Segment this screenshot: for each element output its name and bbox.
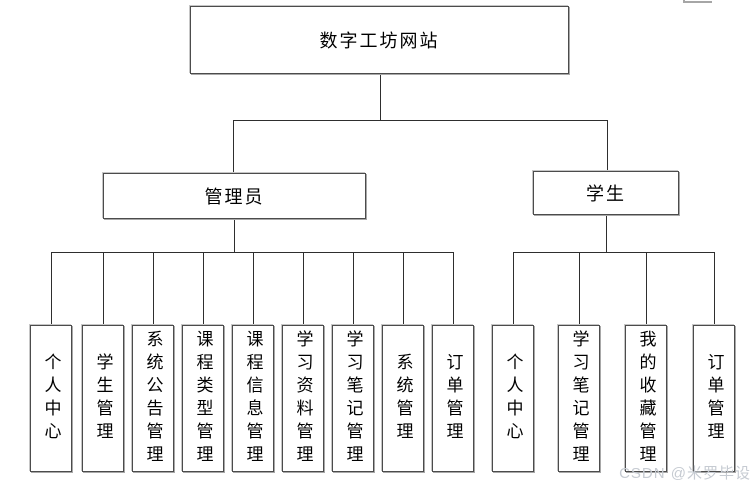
node-admin-personal-center: 个人中心 bbox=[30, 325, 72, 472]
connector bbox=[203, 252, 204, 325]
connector bbox=[153, 252, 154, 325]
cropped-box-artifact bbox=[683, 0, 712, 3]
csdn-watermark: CSDN @米罗毕设 bbox=[619, 465, 751, 482]
connector bbox=[513, 252, 715, 253]
node-admin-system-announcement-management: 系统公告管理 bbox=[132, 325, 174, 472]
connector bbox=[234, 219, 235, 252]
connector bbox=[579, 252, 580, 325]
connector bbox=[303, 252, 304, 325]
connector bbox=[606, 215, 607, 252]
connector bbox=[51, 252, 454, 253]
node-student-label: 学生 bbox=[586, 184, 626, 204]
node-admin-course-type-management: 课程类型管理 bbox=[182, 325, 224, 472]
node-admin-study-note-management: 学习笔记管理 bbox=[332, 325, 374, 472]
connector bbox=[646, 252, 647, 325]
connector bbox=[607, 120, 608, 171]
connector bbox=[353, 252, 354, 325]
node-student: 学生 bbox=[533, 171, 679, 215]
node-admin-student-management: 学生管理 bbox=[82, 325, 124, 472]
connector bbox=[103, 252, 104, 325]
connector bbox=[233, 120, 234, 173]
node-admin-label: 管理员 bbox=[204, 187, 265, 207]
connector bbox=[513, 252, 514, 325]
node-student-study-note-management: 学习笔记管理 bbox=[558, 325, 600, 472]
node-admin-study-material-management: 学习资料管理 bbox=[282, 325, 324, 472]
connector bbox=[233, 120, 608, 121]
connector bbox=[403, 252, 404, 325]
node-site-root: 数字工坊网站 bbox=[190, 6, 569, 74]
node-site-root-label: 数字工坊网站 bbox=[319, 31, 440, 51]
connector bbox=[51, 252, 52, 325]
node-admin: 管理员 bbox=[103, 173, 366, 219]
node-student-my-favorites-management: 我的收藏管理 bbox=[625, 325, 667, 472]
connector bbox=[714, 252, 715, 325]
node-student-order-management: 订单管理 bbox=[693, 325, 735, 472]
connector bbox=[380, 74, 381, 120]
node-admin-course-info-management: 课程信息管理 bbox=[232, 325, 274, 472]
node-student-personal-center: 个人中心 bbox=[492, 325, 534, 472]
node-admin-order-management: 订单管理 bbox=[432, 325, 474, 472]
node-admin-system-management: 系统管理 bbox=[382, 325, 424, 472]
connector bbox=[453, 252, 454, 325]
connector bbox=[253, 252, 254, 325]
